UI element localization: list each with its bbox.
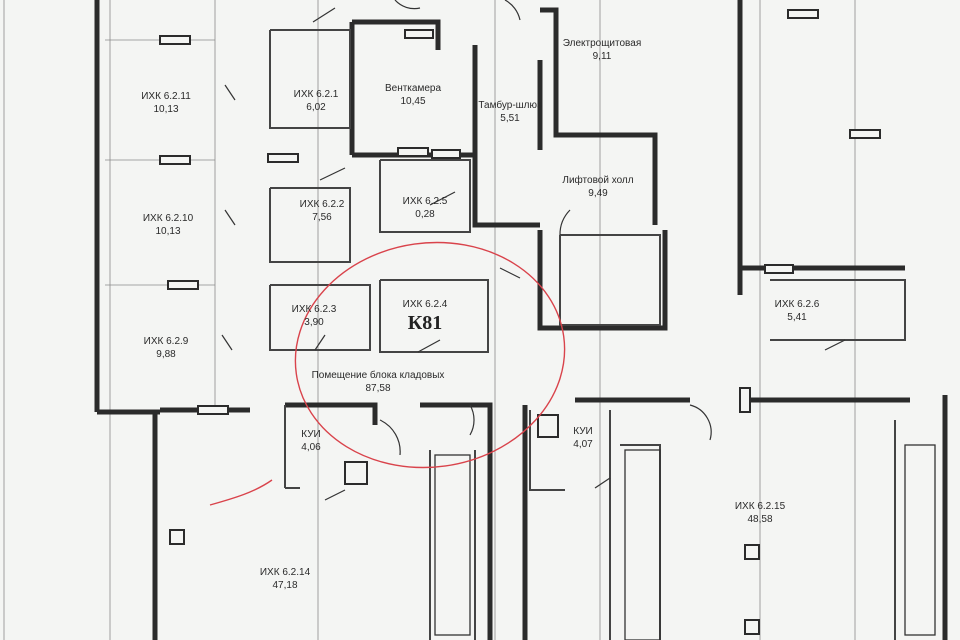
room-area: 9,88 — [156, 349, 176, 360]
room-name: ИХК 6.2.15 — [734, 501, 786, 512]
room-name: Венткамера — [384, 83, 442, 94]
room-name: ИХК 6.2.10 — [142, 213, 194, 224]
partitions — [269, 29, 906, 640]
room-label-ikh-6-2-15: ИХК 6.2.15 48,58 — [735, 500, 785, 526]
room-name: ИХК 6.2.6 — [774, 299, 820, 310]
room-label-kui-left: КУИ 4,06 — [301, 428, 320, 454]
room-area: 7,56 — [312, 212, 332, 223]
room-label-tambur-shlyuz: Тамбур-шлюз 5,51 — [478, 99, 541, 125]
room-name: Электрощитовая — [562, 38, 642, 49]
room-label-elektroshchitovaya: Электрощитовая 9,11 — [563, 37, 641, 63]
room-label-pomeshchenie-kladovykh: Помещение блока кладовых 87,58 — [312, 369, 445, 395]
room-area: 5,41 — [787, 312, 807, 323]
window-marks — [159, 9, 881, 635]
stairs — [434, 444, 936, 640]
room-name: ИХК 6.2.1 — [293, 89, 339, 100]
room-area: 10,13 — [153, 104, 179, 115]
room-area: 9,49 — [588, 188, 608, 199]
room-label-ikh-6-2-2: ИХК 6.2.2 7,56 — [300, 198, 345, 224]
room-label-ikh-6-2-14: ИХК 6.2.14 47,18 — [260, 566, 310, 592]
room-label-ikh-6-2-10: ИХК 6.2.10 10,13 — [143, 212, 193, 238]
room-name: ИХК 6.2.11 — [141, 91, 191, 102]
markup-code: К81 — [407, 312, 443, 334]
room-name: ИХК 6.2.4 — [402, 299, 448, 310]
room-name: КУИ — [301, 429, 321, 440]
room-label-ikh-6-2-3: ИХК 6.2.3 3,90 — [292, 303, 337, 329]
room-label-ventkamera: Венткамера 10,45 — [385, 82, 441, 108]
room-area: 10,13 — [155, 226, 181, 237]
room-area: 9,11 — [592, 51, 612, 62]
room-name: КУИ — [573, 426, 593, 437]
room-label-ikh-6-2-1: ИХК 6.2.1 6,02 — [294, 88, 339, 114]
room-area: 48,58 — [747, 514, 773, 525]
room-name: Лифтовой холл — [562, 175, 634, 186]
room-label-ikh-6-2-5: ИХК 6.2.5 0,28 — [403, 195, 448, 221]
room-area: 4,06 — [301, 442, 321, 453]
walls — [94, 0, 948, 640]
room-area: 5,51 — [500, 113, 520, 124]
room-area: 6,02 — [306, 102, 326, 113]
room-label-ikh-6-2-11: ИХК 6.2.11 10,13 — [141, 90, 191, 116]
room-name: ИХК 6.2.14 — [259, 567, 311, 578]
room-label-ikh-6-2-4: ИХК 6.2.4 — [403, 298, 448, 311]
room-area: 87,58 — [365, 383, 391, 394]
room-name: Тамбур-шлюз — [478, 100, 542, 111]
room-area: 0,28 — [415, 209, 435, 220]
axis-lines — [3, 0, 856, 640]
room-label-liftovoy-kholl: Лифтовой холл 9,49 — [562, 174, 633, 200]
handwritten-markup — [209, 241, 566, 506]
room-area: 10,45 — [400, 96, 426, 107]
room-name: ИХК 6.2.5 — [402, 196, 448, 207]
room-area: 4,07 — [573, 439, 593, 450]
room-name: ИХК 6.2.9 — [143, 336, 189, 347]
room-label-ikh-6-2-9: ИХК 6.2.9 9,88 — [144, 335, 189, 361]
room-label-ikh-6-2-6: ИХК 6.2.6 5,41 — [775, 298, 820, 324]
door-swings — [221, 0, 846, 501]
room-area: 47,18 — [272, 580, 298, 591]
room-name: ИХК 6.2.2 — [299, 199, 345, 210]
room-name: ИХК 6.2.3 — [291, 304, 337, 315]
room-area: 3,90 — [304, 317, 324, 328]
room-label-kui-right: КУИ 4,07 — [573, 425, 592, 451]
room-name: Помещение блока кладовых — [311, 370, 445, 381]
